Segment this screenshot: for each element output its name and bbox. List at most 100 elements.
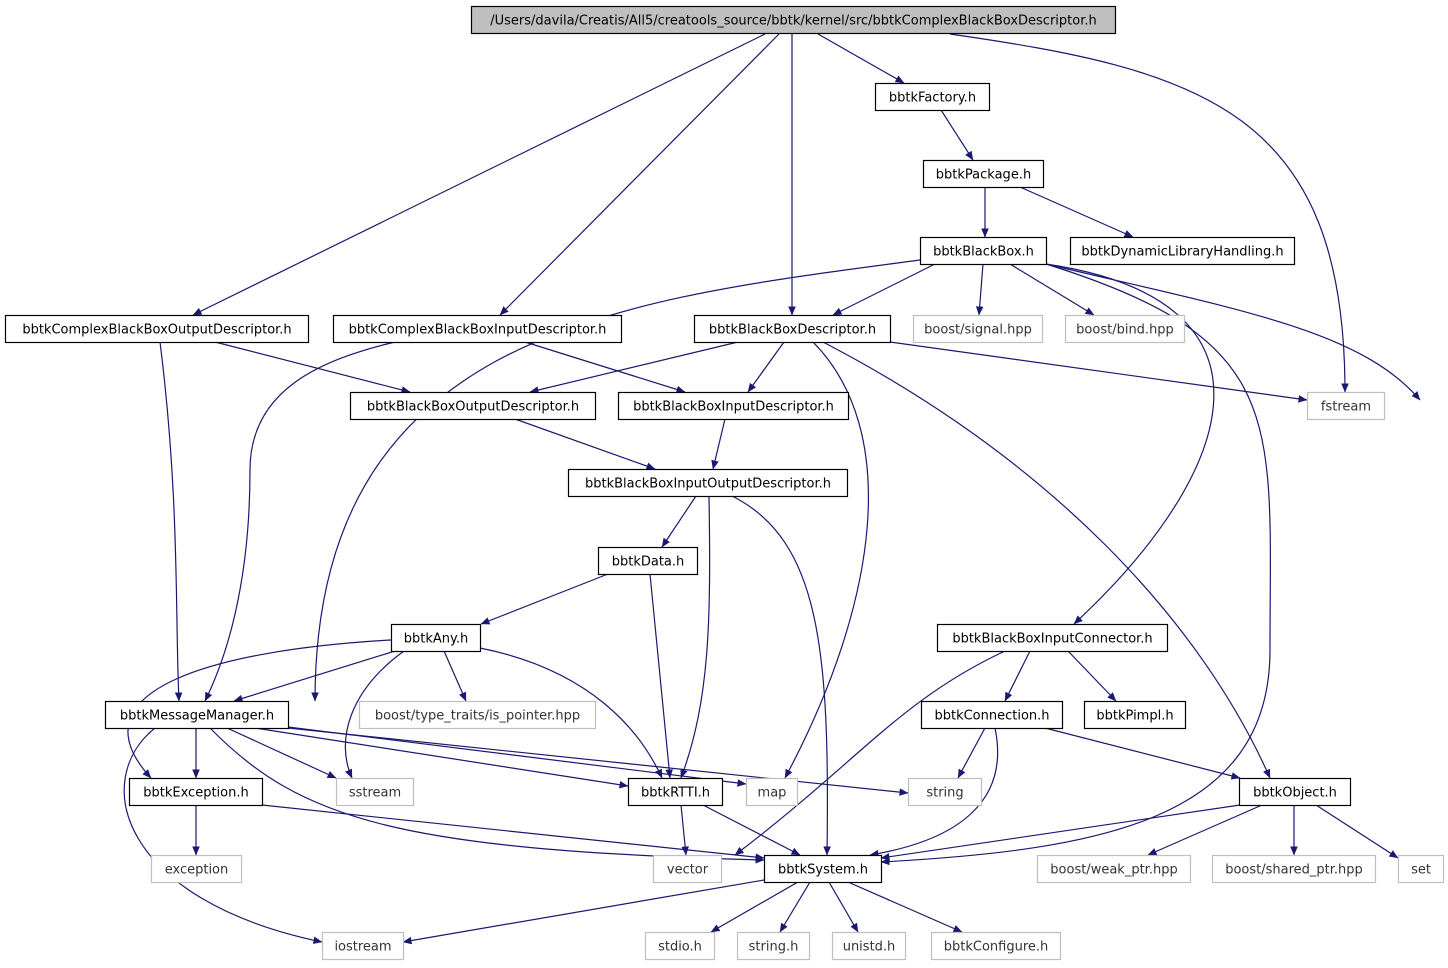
node-label-signal: boost/signal.hpp (924, 323, 1032, 338)
node-cbbout[interactable]: bbtkComplexBlackBoxOutputDescriptor.h (4, 314, 310, 344)
node-box-rtti (627, 777, 724, 807)
node-vector: vector (652, 854, 723, 884)
node-msgmgr[interactable]: bbtkMessageManager.h (104, 700, 290, 730)
node-box-cbbin (332, 314, 623, 344)
node-box-factory (874, 82, 991, 112)
node-label-vector: vector (667, 863, 709, 878)
node-data[interactable]: bbtkData.h (597, 546, 699, 576)
node-object[interactable]: bbtkObject.h (1238, 777, 1352, 807)
edge-any-to-rtti (479, 647, 663, 779)
edge-system-to-stringh (779, 881, 811, 933)
edge-system-to-iostream (402, 879, 765, 945)
node-label-sharedptr: boost/shared_ptr.hpp (1225, 863, 1363, 878)
node-label-bind: boost/bind.hpp (1076, 323, 1174, 338)
edge-blackbox-to-inconn (1045, 263, 1215, 625)
edge-any-to-sstream (344, 650, 405, 779)
node-iostream: iostream (321, 931, 405, 961)
node-box-sharedptr (1211, 854, 1377, 884)
nodes-layer: /Users/davila/Creatis/All5/creatools_sou… (4, 5, 1445, 961)
node-bbout[interactable]: bbtkBlackBoxOutputDescriptor.h (349, 391, 597, 421)
edge-bbdesc-to-map (784, 341, 870, 779)
node-box-inconn (936, 623, 1169, 653)
edge-blackbox-to-bbdesc (832, 263, 936, 316)
edge-bbdesc-to-bbin (747, 341, 785, 393)
edge-any-to-exception_h (127, 639, 392, 779)
edge-inconn-to-vector (734, 650, 1006, 856)
node-label-exception: exception (165, 863, 229, 878)
node-label-fstream: fstream (1321, 400, 1371, 415)
node-bind: boost/bind.hpp (1064, 314, 1186, 344)
node-pimpl[interactable]: bbtkPimpl.h (1083, 700, 1187, 730)
node-label-data: bbtkData.h (612, 555, 685, 570)
node-label-root: /Users/davila/Creatis/All5/creatools_sou… (490, 14, 1096, 29)
node-label-set: set (1411, 863, 1431, 878)
node-any[interactable]: bbtkAny.h (390, 623, 482, 653)
node-label-factory: bbtkFactory.h (889, 91, 976, 106)
edge-msgmgr-to-rtti (254, 727, 629, 789)
node-label-unistd: unistd.h (843, 940, 896, 955)
node-cbbin[interactable]: bbtkComplexBlackBoxInputDescriptor.h (332, 314, 623, 344)
node-label-pimpl: bbtkPimpl.h (1096, 709, 1173, 724)
edge-any-to-msgmgr (233, 650, 396, 703)
node-box-bbio (567, 468, 849, 498)
edge-bbout-to-bbio (514, 418, 656, 470)
edge-msgmgr-to-iostream (123, 727, 323, 944)
node-box-dynlib (1069, 236, 1296, 266)
node-bbin[interactable]: bbtkBlackBoxInputDescriptor.h (617, 391, 850, 421)
node-box-system (763, 854, 883, 884)
node-stdio: stdio.h (644, 931, 716, 961)
node-label-blackbox: bbtkBlackBox.h (933, 245, 1034, 260)
node-dynlib[interactable]: bbtkDynamicLibraryHandling.h (1069, 236, 1296, 266)
edge-connection-to-object (1044, 727, 1241, 780)
node-box-data (597, 546, 699, 576)
edge-bbdesc-to-object (822, 341, 1271, 779)
edge-data-to-rtti (649, 573, 673, 779)
node-inconn[interactable]: bbtkBlackBoxInputConnector.h (936, 623, 1169, 653)
edge-root-to-cbbout (192, 33, 766, 316)
node-exception_h[interactable]: bbtkException.h (128, 777, 264, 807)
node-weakptr: boost/weak_ptr.hpp (1036, 854, 1192, 884)
edge-any-to-ispointer (443, 650, 467, 702)
edge-blackbox-to-signal (975, 263, 984, 316)
node-box-vector (652, 854, 723, 884)
node-box-ispointer (358, 700, 597, 730)
node-box-blackbox (919, 236, 1048, 266)
node-label-connection: bbtkConnection.h (934, 709, 1049, 724)
node-box-stringh (736, 931, 811, 961)
node-label-ispointer: boost/type_traits/is_pointer.hpp (375, 709, 580, 724)
node-bbdesc[interactable]: bbtkBlackBoxDescriptor.h (693, 314, 892, 344)
node-bbio[interactable]: bbtkBlackBoxInputOutputDescriptor.h (567, 468, 849, 498)
node-box-signal (912, 314, 1044, 344)
node-label-dynlib: bbtkDynamicLibraryHandling.h (1081, 245, 1283, 260)
edge-bbio-to-data (661, 495, 697, 548)
node-box-iostream (321, 931, 405, 961)
node-box-package (922, 159, 1045, 189)
node-factory[interactable]: bbtkFactory.h (874, 82, 991, 112)
node-rtti[interactable]: bbtkRTTI.h (627, 777, 724, 807)
edge-object-to-system (880, 804, 1241, 861)
node-unistd: unistd.h (831, 931, 907, 961)
node-root[interactable]: /Users/davila/Creatis/All5/creatools_sou… (470, 5, 1117, 35)
node-connection[interactable]: bbtkConnection.h (920, 700, 1064, 730)
node-configure: bbtkConfigure.h (930, 931, 1062, 961)
edge-bbin-to-bbio (711, 418, 726, 470)
edge-root-to-fstream (949, 33, 1349, 393)
node-label-bbdesc: bbtkBlackBoxDescriptor.h (709, 323, 876, 338)
edge-root-to-cbbin (499, 33, 780, 316)
node-package[interactable]: bbtkPackage.h (922, 159, 1045, 189)
node-label-weakptr: boost/weak_ptr.hpp (1050, 863, 1177, 878)
node-box-unistd (831, 931, 907, 961)
edge-data-to-any (480, 573, 609, 625)
node-system[interactable]: bbtkSystem.h (763, 854, 883, 884)
edge-cbbout-to-msgmgr (159, 341, 183, 702)
node-map: map (745, 777, 799, 807)
node-box-configure (930, 931, 1062, 961)
node-box-connection (920, 700, 1064, 730)
edge-system-to-configure (847, 881, 963, 933)
node-box-exception_h (128, 777, 264, 807)
node-label-system: bbtkSystem.h (778, 863, 868, 878)
node-box-map (745, 777, 799, 807)
node-label-bbio: bbtkBlackBoxInputOutputDescriptor.h (585, 477, 831, 492)
node-blackbox[interactable]: bbtkBlackBox.h (919, 236, 1048, 266)
